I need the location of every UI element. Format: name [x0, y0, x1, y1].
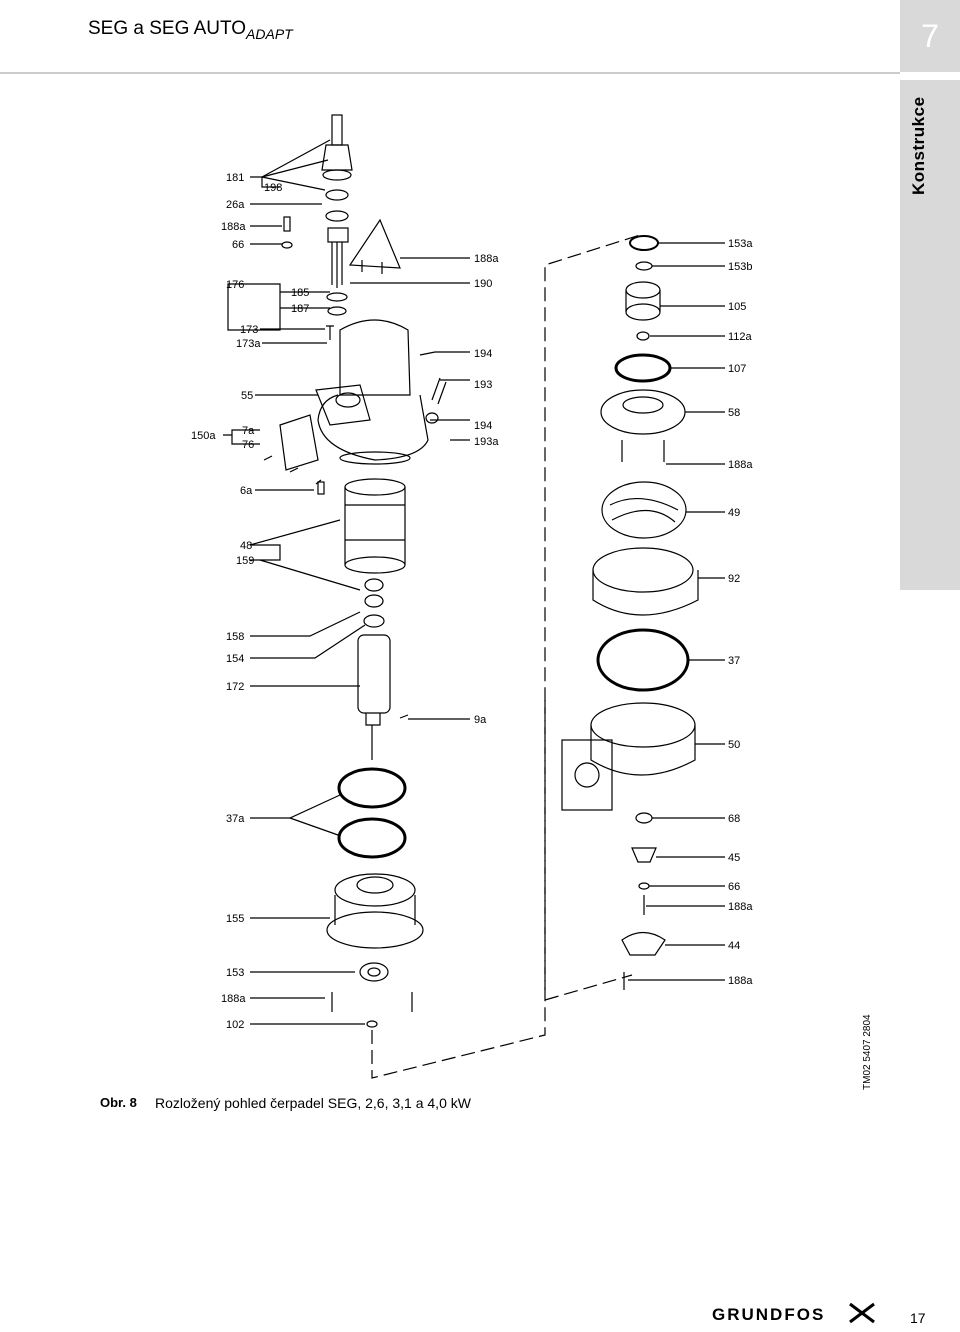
left-leader-lines — [223, 139, 366, 1025]
figure-label: Obr. 8 — [100, 1095, 137, 1110]
brand-logo-text: GRUNDFOS — [712, 1305, 826, 1324]
label-159: 159 — [236, 555, 254, 567]
label-102: 102 — [226, 1019, 244, 1031]
grundfos-x-icon — [849, 1302, 875, 1324]
label-105: 105 — [728, 301, 746, 313]
label-188a-r1: 188a — [728, 459, 753, 471]
label-50: 50 — [728, 739, 740, 751]
label-193a: 193a — [474, 436, 499, 448]
label-66-r: 66 — [728, 881, 740, 893]
label-150a: 150a — [191, 430, 216, 442]
label-49: 49 — [728, 507, 740, 519]
label-153a: 153a — [728, 238, 753, 250]
label-45: 45 — [728, 852, 740, 864]
label-7a: 7a — [242, 425, 255, 437]
label-187: 187 — [291, 303, 309, 315]
label-92: 92 — [728, 573, 740, 585]
label-155: 155 — [226, 913, 244, 925]
label-48: 48 — [240, 540, 252, 552]
label-37: 37 — [728, 655, 740, 667]
page-number: 17 — [910, 1310, 926, 1326]
lower-seals-and-flange — [326, 767, 424, 1028]
label-188a-r2: 188a — [728, 901, 753, 913]
label-172: 172 — [226, 681, 244, 693]
label-66: 66 — [232, 239, 244, 251]
label-68: 68 — [728, 813, 740, 825]
label-194-b: 194 — [474, 420, 492, 432]
label-190: 190 — [474, 278, 492, 290]
page-header-title: SEG a SEG AUTOADAPT — [88, 18, 293, 42]
label-194-a: 194 — [474, 348, 492, 360]
assembly-axis — [371, 234, 641, 1079]
label-185: 185 — [291, 287, 309, 299]
label-37a: 37a — [226, 813, 245, 825]
label-158: 158 — [226, 631, 244, 643]
figure-caption: Rozložený pohled čerpadel SEG, 2,6, 3,1 … — [155, 1095, 471, 1111]
label-188a-top: 188a — [221, 221, 246, 233]
label-173a: 173a — [236, 338, 261, 350]
chapter-number: 7 — [900, 0, 960, 72]
label-176: 176 — [226, 279, 244, 291]
label-153: 153 — [226, 967, 244, 979]
label-107: 107 — [728, 363, 746, 375]
drawing-code: TM02 5407 2804 — [862, 1014, 873, 1090]
right-leader-lines — [628, 242, 725, 981]
stator-rotor — [344, 478, 409, 760]
label-9a: 9a — [474, 714, 487, 726]
side-tab — [900, 80, 960, 590]
hydraulic-parts — [561, 235, 699, 990]
label-181: 181 — [226, 172, 244, 184]
header-rule — [0, 72, 900, 74]
label-173: 173 — [240, 324, 258, 336]
part-labels: 181 198 26a 188a 66 176 185 187 173 173a… — [191, 172, 753, 1031]
label-153b: 153b — [728, 261, 752, 273]
label-198: 198 — [264, 182, 282, 194]
header-title-main: SEG a SEG AUTO — [88, 18, 247, 39]
label-55: 55 — [241, 390, 253, 402]
mid-leader-lines — [350, 257, 470, 720]
cable-entry-parts — [281, 114, 401, 340]
label-44: 44 — [728, 940, 740, 952]
label-6a: 6a — [240, 485, 253, 497]
motor-top-housing — [263, 319, 447, 495]
header-title-sub: ADAPT — [246, 26, 293, 42]
label-188a-r3: 188a — [728, 975, 753, 987]
label-193: 193 — [474, 379, 492, 391]
label-154: 154 — [226, 653, 244, 665]
label-76: 76 — [242, 439, 254, 451]
label-mid-188a: 188a — [474, 253, 499, 265]
label-112a: 112a — [728, 331, 753, 343]
label-26a: 26a — [226, 199, 245, 211]
label-58: 58 — [728, 407, 740, 419]
label-188a-bottom: 188a — [221, 993, 246, 1005]
